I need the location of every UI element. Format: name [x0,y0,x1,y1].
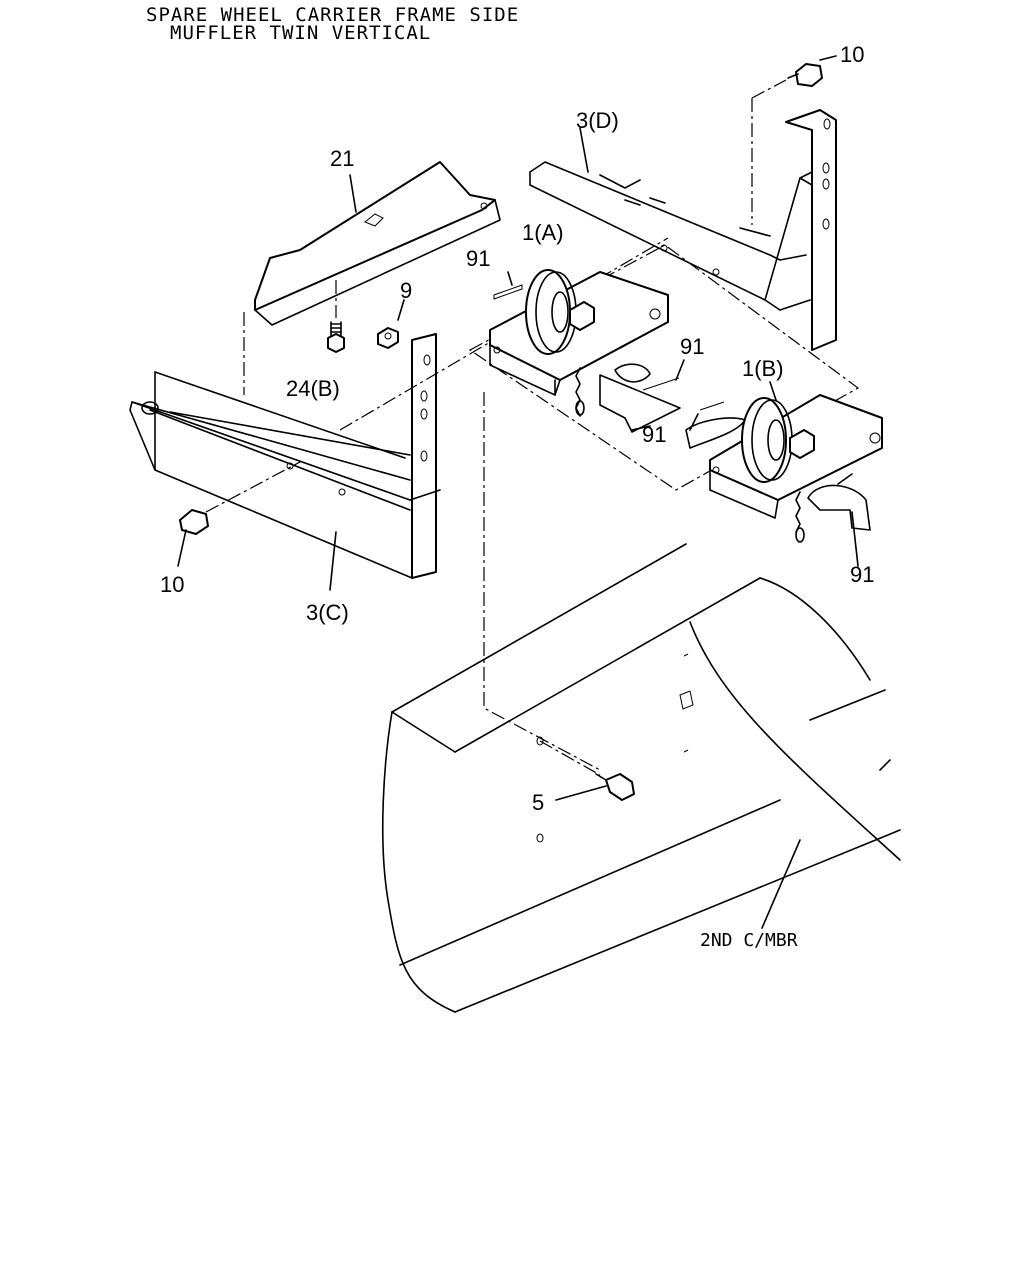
bolt-5 [555,773,635,801]
bracket-3d [529,109,837,351]
frame-rail [381,543,901,1013]
bolt-10-top [751,55,837,225]
winch-1a [489,269,669,417]
plate-21 [254,161,501,326]
callout-3c: 3(C) [306,600,349,625]
callout-5: 5 [532,790,544,815]
callout-21: 21 [330,146,354,171]
callout-91-d: 91 [850,562,874,587]
diagram-title-line-2: MUFFLER TWIN VERTICAL [170,22,432,44]
bolt-24b [327,280,345,353]
bracket-91-center [599,359,685,433]
callout-9: 9 [400,278,412,303]
diagram-title-line-1: SPARE WHEEL CARRIER FRAME SIDE [146,4,520,26]
nut-9 [377,299,405,349]
callout-3d: 3(D) [576,108,619,133]
callout-91-c: 91 [642,422,666,447]
callout-91-b: 91 [680,334,704,359]
callout-1b: 1(B) [742,356,784,381]
bracket-91-left [685,401,746,449]
callout-10-top: 10 [840,42,864,67]
callout-24b: 24(B) [286,376,340,401]
callout-91-a: 91 [466,246,490,271]
bolt-10-left [177,461,301,567]
callout-10-left: 10 [160,572,184,597]
bracket-3c [129,333,441,579]
callout-2nd-cross-member: 2ND C/MBR [700,930,798,951]
winch-1b [709,381,883,543]
callout-1a: 1(A) [522,220,564,245]
bracket-91-right [807,473,871,567]
